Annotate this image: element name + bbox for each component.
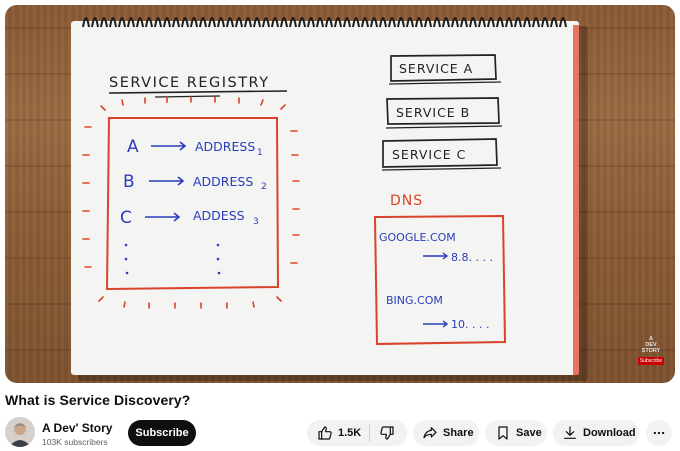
channel-watermark[interactable]: A DEV STORY Subscribe bbox=[636, 334, 666, 366]
download-label: Download bbox=[583, 427, 636, 439]
registry-row-key: A bbox=[127, 137, 139, 157]
dns-entries: GOOGLE.COM 8.8. . . . BING.COM 10. . . . bbox=[379, 231, 493, 331]
service-b-label: SERVICE B bbox=[396, 105, 470, 120]
notebook-page bbox=[71, 21, 579, 375]
save-label: Save bbox=[516, 427, 542, 439]
save-button[interactable]: Save bbox=[485, 420, 547, 446]
subscribe-button[interactable]: Subscribe bbox=[128, 420, 196, 446]
channel-name[interactable]: A Dev' Story bbox=[42, 421, 113, 435]
registry-row-suffix: 1 bbox=[257, 148, 263, 158]
registry-row-key: B bbox=[123, 172, 135, 192]
share-arrow-icon bbox=[422, 425, 438, 441]
dns-domain: GOOGLE.COM bbox=[379, 231, 456, 244]
subscriber-count: 103K subscribers bbox=[42, 437, 108, 447]
like-dislike-group: 1.5K bbox=[307, 420, 407, 446]
registry-highlight-rays bbox=[82, 96, 300, 309]
video-title: What is Service Discovery? bbox=[5, 392, 191, 408]
share-button[interactable]: Share bbox=[413, 420, 479, 446]
spiral-binding bbox=[82, 17, 567, 28]
registry-row-suffix: 2 bbox=[261, 182, 267, 192]
bookmark-icon bbox=[495, 425, 511, 441]
service-a-label: SERVICE A bbox=[399, 61, 473, 76]
watermark-logo: A DEV STORY bbox=[641, 336, 661, 354]
registry-rows: A ADDRESS 1 B ADDRESS 2 C ADDESS 3 bbox=[120, 137, 267, 275]
channel-avatar[interactable] bbox=[5, 417, 35, 447]
registry-row-value: ADDRESS bbox=[195, 139, 255, 154]
dns-box bbox=[373, 214, 507, 346]
video-player[interactable]: SERVICE REGISTRY A ADDRESS 1 B ADDRESS 2… bbox=[5, 5, 675, 383]
like-button[interactable]: 1.5K bbox=[307, 420, 369, 446]
more-horizontal-icon bbox=[652, 426, 666, 440]
dislike-button[interactable] bbox=[370, 420, 405, 446]
whiteboard-frame: SERVICE REGISTRY A ADDRESS 1 B ADDRESS 2… bbox=[71, 17, 588, 381]
registry-box bbox=[105, 117, 280, 291]
registry-heading: SERVICE REGISTRY bbox=[109, 75, 270, 91]
download-button[interactable]: Download bbox=[553, 420, 639, 446]
like-count: 1.5K bbox=[338, 427, 362, 439]
thumbs-up-icon bbox=[317, 425, 333, 441]
download-icon bbox=[562, 425, 578, 441]
registry-row-key: C bbox=[120, 208, 132, 228]
dns-ip: 8.8. . . . bbox=[451, 251, 493, 264]
watermark-subscribe[interactable]: Subscribe bbox=[637, 357, 665, 365]
share-label: Share bbox=[443, 427, 474, 439]
registry-row-suffix: 3 bbox=[253, 217, 259, 227]
more-actions-button[interactable] bbox=[646, 420, 672, 446]
dns-domain: BING.COM bbox=[386, 294, 443, 307]
like-divider bbox=[369, 424, 371, 442]
service-c-label: SERVICE C bbox=[392, 147, 466, 162]
registry-row-value: ADDRESS bbox=[193, 174, 253, 189]
thumbs-down-icon bbox=[379, 425, 395, 441]
registry-row-value: ADDESS bbox=[193, 208, 245, 223]
service-boxes: SERVICE A SERVICE B SERVICE C bbox=[381, 54, 503, 171]
dns-heading: DNS bbox=[390, 193, 423, 209]
dns-ip: 10. . . . bbox=[451, 318, 489, 331]
